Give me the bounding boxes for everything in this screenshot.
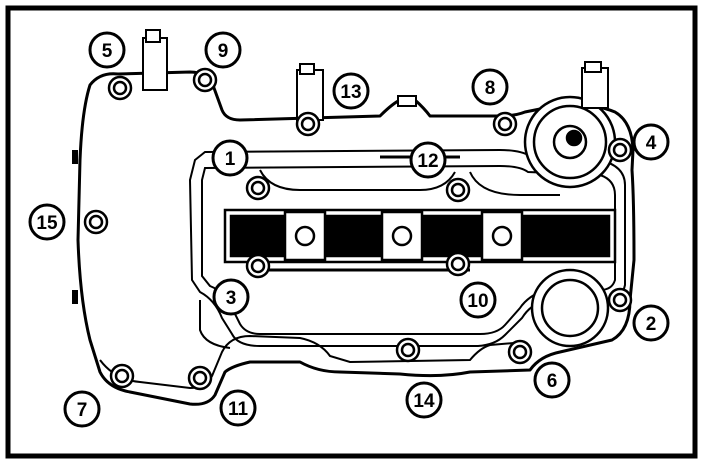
bolt-6: [507, 339, 533, 365]
callout-circle: [63, 390, 101, 428]
bolt-10: [445, 251, 471, 277]
callout-circle: [471, 68, 509, 106]
callout-5: 5: [88, 31, 126, 69]
callout-4: 4: [632, 123, 670, 161]
callout-number: 9: [218, 41, 229, 62]
bolt-heads: [83, 67, 633, 391]
bolt-1: [245, 175, 271, 201]
bolt-3: [245, 253, 271, 279]
bolt-8: [492, 111, 518, 137]
bolt-2: [607, 287, 633, 313]
callout-10: 10: [459, 281, 497, 319]
bolt-12: [445, 177, 471, 203]
callout-circle: [211, 139, 249, 177]
pcv-port: [530, 268, 610, 348]
lower-flange: [99, 334, 526, 390]
bolt-11: [187, 365, 213, 391]
callout-number: 12: [417, 151, 438, 172]
callout-circle: [28, 203, 66, 241]
bolt-14: [395, 337, 421, 363]
callout-number: 14: [413, 391, 435, 412]
callout-number: 2: [646, 314, 657, 335]
callout-circle: [332, 72, 370, 110]
callout-circle: [204, 31, 242, 69]
callout-15: 15: [28, 203, 66, 241]
callout-12: 12: [409, 141, 447, 179]
callout-circle: [212, 278, 250, 316]
callout-number: 5: [102, 41, 113, 62]
bolt-15: [83, 209, 109, 235]
side-clips: [72, 150, 78, 304]
callout-circle: [632, 304, 670, 342]
callout-number: 1: [225, 149, 236, 170]
callout-circle: [533, 361, 571, 399]
bolt-13: [295, 111, 321, 137]
callout-number: 6: [547, 371, 558, 392]
callout-8: 8: [471, 68, 509, 106]
callout-circle: [409, 141, 447, 179]
callout-circle: [219, 389, 257, 427]
callout-circle: [405, 381, 443, 419]
callout-number: 4: [646, 133, 657, 154]
callout-circle: [632, 123, 670, 161]
callout-11: 11: [219, 389, 257, 427]
callout-circle: [88, 31, 126, 69]
oil-filler-cap: [523, 95, 617, 189]
bolt-7: [109, 363, 135, 389]
callout-7: 7: [63, 390, 101, 428]
callout-6: 6: [533, 361, 571, 399]
callout-number: 7: [77, 400, 88, 421]
callout-number: 15: [36, 213, 58, 234]
bolt-5: [107, 75, 133, 101]
callout-number: 8: [485, 78, 496, 99]
callout-13: 13: [332, 72, 370, 110]
callout-number: 10: [467, 291, 488, 312]
ignition-coil-rail: [223, 208, 617, 272]
callout-1: 1: [211, 139, 249, 177]
callout-number: 3: [226, 288, 237, 309]
bolt-9: [192, 67, 218, 93]
callout-number: 13: [340, 82, 361, 103]
bolt-4: [607, 137, 633, 163]
callout-14: 14: [405, 381, 443, 419]
callout-circle: [459, 281, 497, 319]
callout-2: 2: [632, 304, 670, 342]
callout-9: 9: [204, 31, 242, 69]
callout-3: 3: [212, 278, 250, 316]
callout-number: 11: [228, 399, 249, 420]
